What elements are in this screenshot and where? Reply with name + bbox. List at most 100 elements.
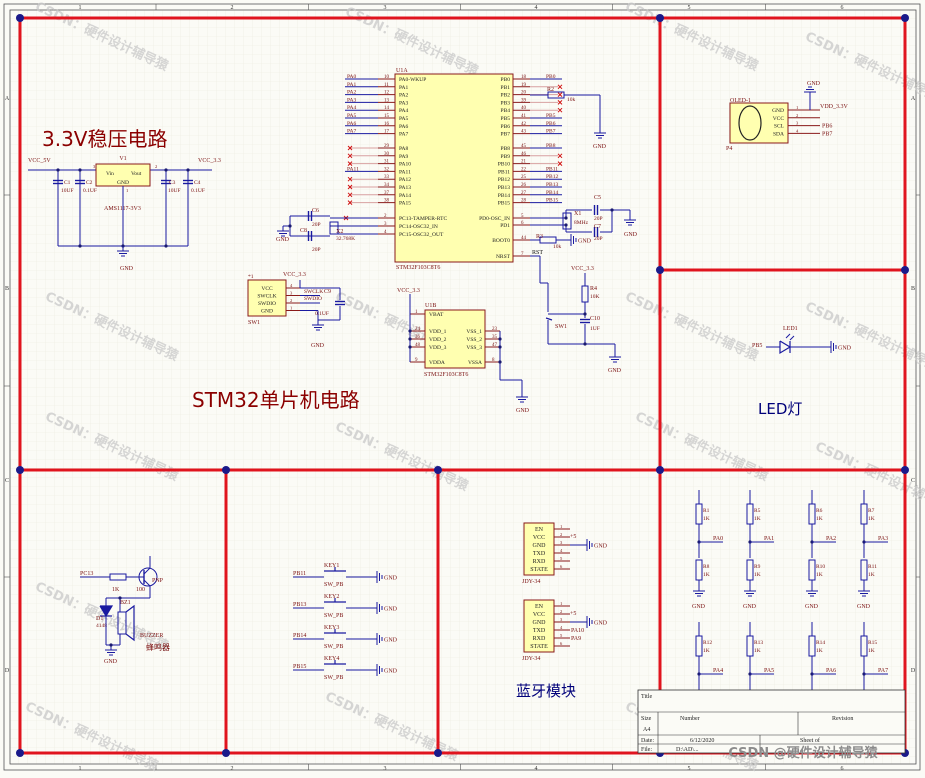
pin-number: 4 [290,283,293,288]
ground-label: GND [311,343,325,349]
pin-number: 19 [521,83,527,88]
net-label: PA3 [347,97,357,103]
pin-name: PC14-OSC32_IN [399,224,438,230]
pin-name: VDD_3 [429,345,447,351]
pin-name: VSS_3 [466,345,482,351]
pin-name: PA15 [399,201,411,207]
pin-number: 7 [521,252,524,257]
oled-pin-name: GND [772,108,784,114]
swd-pin-name: VCC [261,286,273,292]
pin-number: 34 [384,183,390,188]
junction-dot [408,345,412,349]
divider-net-label: PA3 [878,536,888,542]
cap-value: 0.1UF [315,311,329,317]
pin-name: PA3 [399,100,409,106]
bluetooth-pin-name: EN [535,527,544,533]
pin-number: 5 [560,633,563,638]
led-ref: LED1 [783,326,798,332]
reset-switch [545,317,553,321]
pin-name: NRST [496,254,511,260]
bluetooth-pin-name: EN [535,604,544,610]
bluetooth-pin-name: VCC [533,535,545,541]
pin-name: VSS_2 [466,337,482,343]
pin-number: 29 [384,144,390,149]
bluetooth-pin-name: RXD [533,559,546,565]
pin-number: 4 [384,230,387,235]
resistor-ref: R5 [754,508,761,514]
junction-dot [583,342,587,346]
cap-value: 20P [312,222,321,228]
key-ref: KEY4 [324,656,339,662]
diode-value: 4148 [96,623,107,629]
frame-node [16,466,24,474]
key-part: SW_PB [324,582,343,588]
zone-row-label: D [5,668,10,674]
pin-name: PB11 [498,169,510,175]
title-block-file-value: D:\AD\... [676,747,699,753]
mcu-ref: U1A [396,68,408,74]
cap-value: 0.1UF [191,188,205,194]
net-label: PA6 [347,121,357,127]
resistor-ref: 1K [112,587,120,593]
pin-number: 1 [796,105,798,110]
no-connect-mark [347,145,353,151]
key-net-label: PB11 [293,571,306,577]
junction-dot [56,168,60,172]
cap-ref: C4 [194,180,201,186]
zone-column-label: 6 [841,766,844,772]
section-title-mcu: STM32单片机电路 [192,388,360,412]
ground-label: GND [384,638,398,644]
pin-number: 47 [492,343,498,348]
no-connect-mark [557,84,563,90]
pin-name: PB4 [501,108,511,114]
pin-name: PB9 [501,154,511,160]
pin-name: PB12 [498,177,510,183]
zone-column-label: 2 [231,766,234,772]
pin-number: 4 [560,548,563,553]
resistor-ref: R8 [703,564,710,570]
pin-number: 39 [521,98,527,103]
resistor-value: 1K [816,516,823,522]
cap-ref: C2 [86,180,93,186]
swd-label: SWCLK [304,289,323,295]
pin-number: 20 [521,91,527,96]
resistor-ref: R11 [868,564,877,570]
cap-ref: C3 [169,180,176,186]
pin-name: VDDA [429,360,445,366]
crystal-ref: X2 [336,229,343,235]
ground-label: GND [578,239,592,245]
junction-dot [498,345,502,349]
pin-name: PA0-WKUP [399,77,426,83]
led-icon [779,340,792,355]
ground-label: GND [857,604,871,610]
no-connect-mark [347,192,353,198]
swd-pin-name: SWDIO [258,301,276,307]
pin-name: PA7 [399,132,409,138]
frame-node [222,749,230,757]
title-block-file: File: [641,747,652,753]
swd-net-label: VCC_3.3 [283,272,306,278]
swd-star: *1 [248,274,254,280]
pin-name: VSSA [468,360,482,366]
resistor-value: 1K [703,648,710,654]
pin-number: 27 [521,191,527,196]
junction-dot [498,337,502,341]
pin-number: 18 [521,75,527,80]
pin-number: 5 [521,214,524,219]
cap-value: 10UF [61,188,74,194]
resistor-ref: R4 [590,286,597,292]
junction-dot [288,224,292,228]
swd-body [247,279,287,317]
buzzer-icon [125,604,135,642]
buzzer-name: 蜂鸣器 [146,642,170,652]
key-switches: PB11KEY1SW_PBGNDPB13KEY2SW_PBGNDPB14KEY3… [293,563,398,681]
frame-node [656,266,664,274]
pin-number: 43 [521,130,527,135]
resistor-dividers: R11KPA0R81KGNDR51KPA1R91KGNDR61KPA2R101K… [692,490,888,718]
oled-net-label: VDD_3.3V [820,104,848,110]
resistor-ref: R13 [754,640,763,646]
resistor-ref: R15 [868,640,877,646]
